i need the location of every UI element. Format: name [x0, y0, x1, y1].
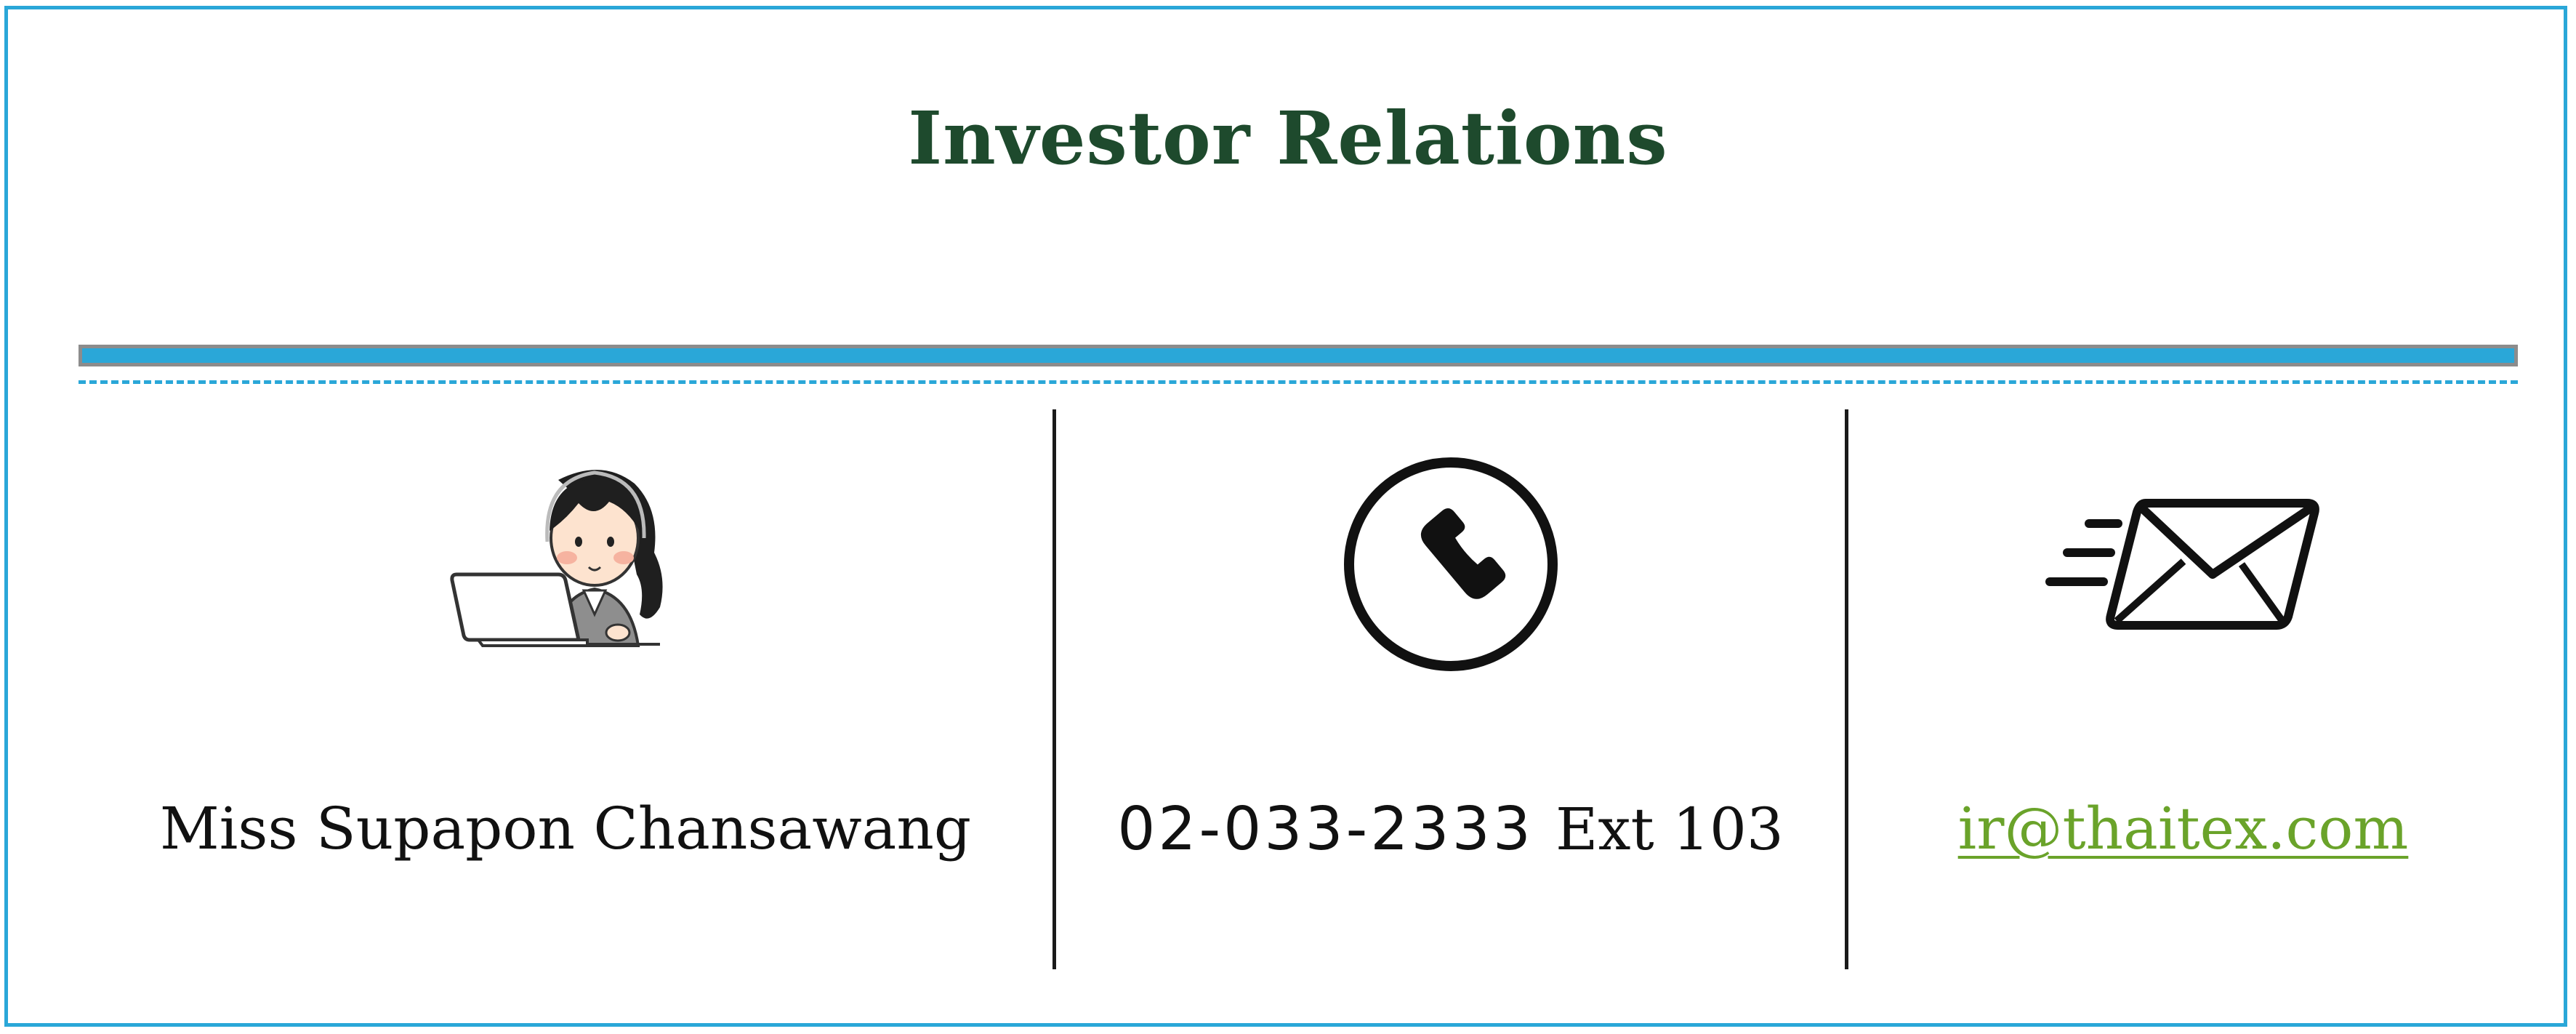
email-link[interactable]: ir@thaitex.com [1957, 795, 2409, 862]
title-underline-bar [79, 345, 2518, 366]
phone-column: 02-033-2333 Ext 103 [1056, 407, 1845, 967]
phone-icon [1342, 455, 1560, 676]
column-divider-1 [1052, 409, 1056, 969]
phone-number: 02-033-2333 Ext 103 [1117, 800, 1784, 859]
contact-person-column: Miss Supapon Chansawang [79, 407, 1052, 967]
card-frame [4, 6, 2567, 1027]
phone-number-value: 02-033-2333 [1117, 795, 1534, 864]
page-title: Investor Relations [908, 95, 1668, 181]
mail-icon [2045, 494, 2322, 636]
person-at-laptop-icon [449, 451, 682, 657]
contact-name: Miss Supapon Chansawang [159, 795, 972, 862]
dashed-separator [79, 380, 2518, 384]
column-divider-2 [1845, 409, 1848, 969]
phone-extension: Ext 103 [1555, 795, 1784, 863]
email-column: ir@thaitex.com [1848, 407, 2518, 967]
